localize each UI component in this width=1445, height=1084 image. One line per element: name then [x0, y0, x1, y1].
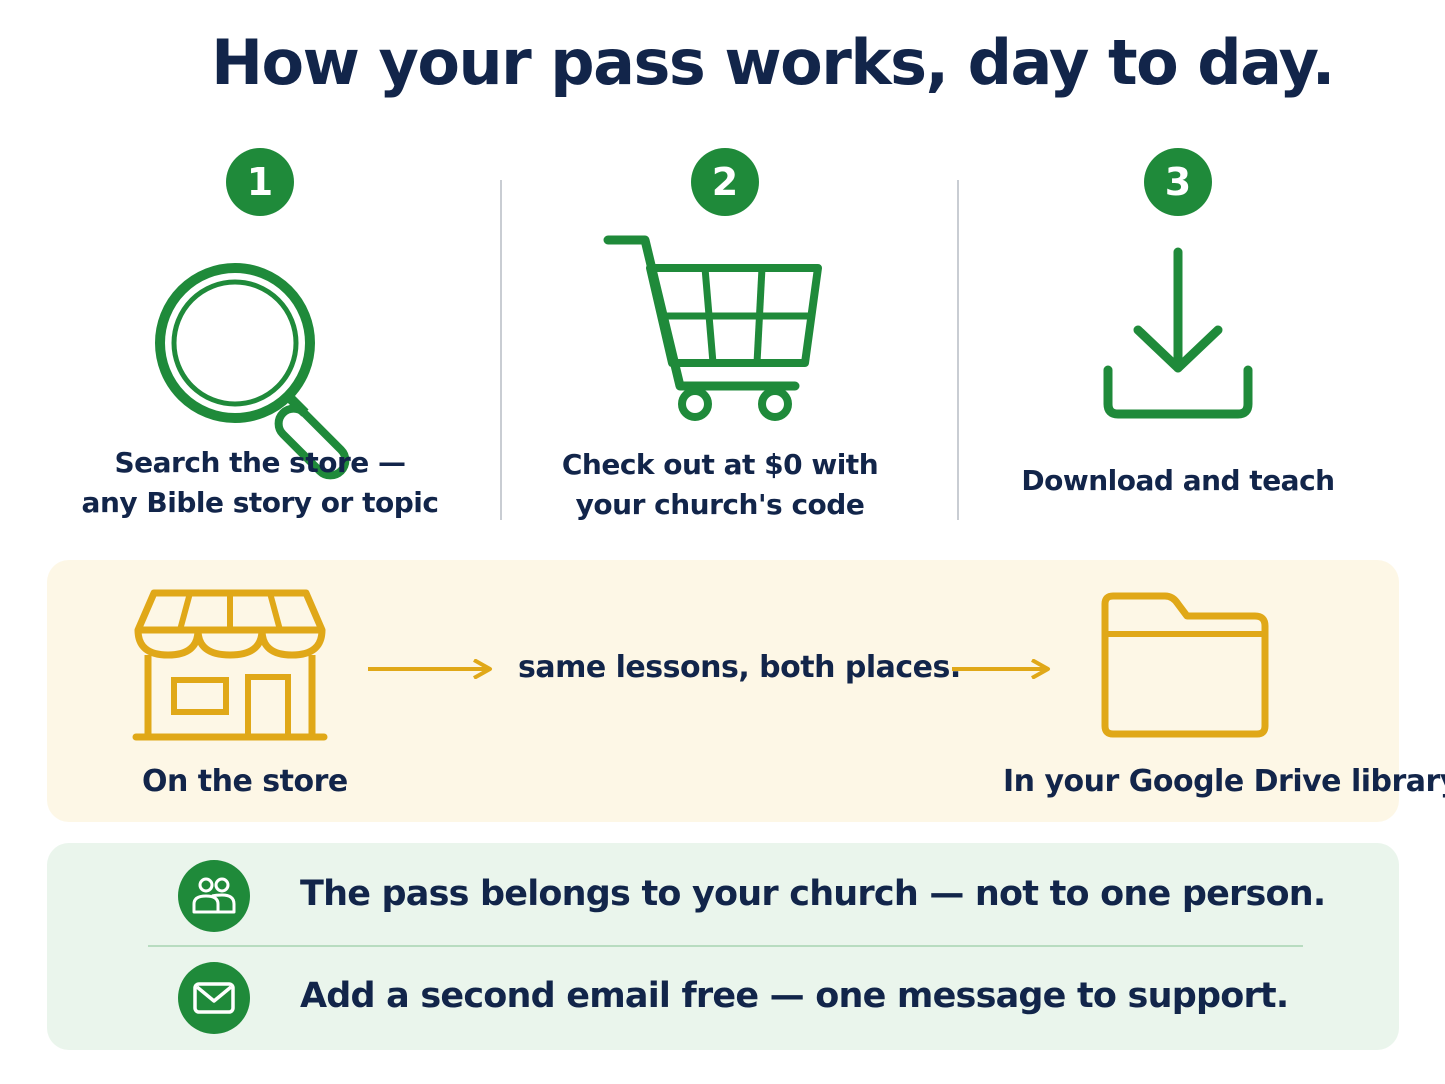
step-number-badge: 1: [226, 148, 294, 216]
step-caption-line2: any Bible story or topic: [81, 486, 439, 519]
shopping-cart-icon: [603, 235, 822, 421]
step-search: 1 Search the store — any Bible story or …: [40, 148, 480, 538]
step-number-badge: 2: [691, 148, 759, 216]
note-second-email: Add a second email free — one message to…: [178, 962, 1289, 1034]
store-label: On the store: [142, 764, 348, 799]
envelope-icon: [178, 962, 250, 1034]
step-number-badge: 3: [1144, 148, 1212, 216]
magnifier-icon: [155, 263, 350, 480]
step-caption-line1: Search the store —: [114, 446, 406, 479]
page-title: How your pass works, day to day.: [211, 26, 1335, 99]
step-caption-line2: your church's code: [575, 488, 865, 521]
storefront-icon: [132, 589, 328, 741]
divider: [148, 945, 1303, 947]
sync-middle-text: same lessons, both places.: [518, 650, 961, 685]
drive-label: In your Google Drive library: [1003, 764, 1445, 799]
step-download: 3 Download and teach: [958, 148, 1398, 538]
arrow-right-icon: [952, 659, 1050, 679]
note-text: Add a second email free — one message to…: [300, 976, 1289, 1016]
arrow-right-icon: [368, 659, 492, 679]
note-text: The pass belongs to your church — not to…: [300, 874, 1326, 914]
step-checkout: 2 Check out at $0 with your church's cod…: [500, 148, 940, 538]
download-icon: [1103, 247, 1253, 419]
divider: [500, 180, 502, 520]
folder-icon: [1101, 592, 1269, 738]
people-icon: [178, 860, 250, 932]
note-church-ownership: The pass belongs to your church — not to…: [178, 860, 1326, 932]
divider: [957, 180, 959, 520]
step-caption-line1: Check out at $0 with: [561, 448, 879, 481]
step-caption: Download and teach: [1021, 464, 1335, 497]
